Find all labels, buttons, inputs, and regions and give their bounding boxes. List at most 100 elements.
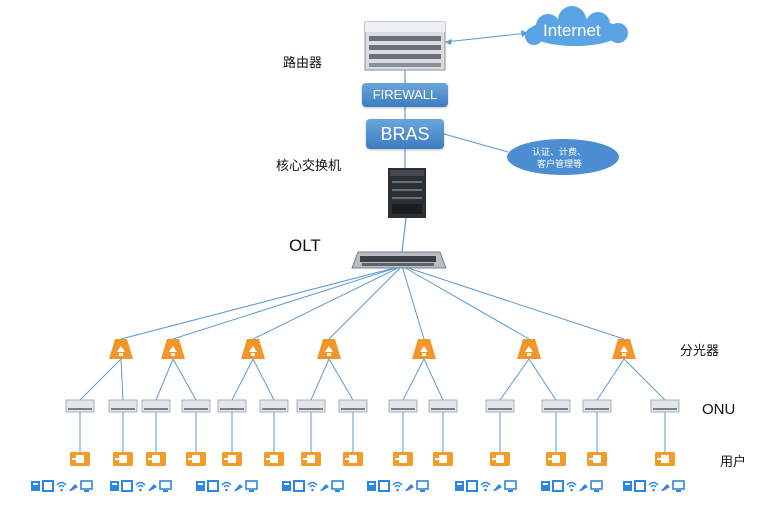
- monitor-icon: [80, 480, 93, 490]
- onu-device: [338, 399, 368, 413]
- monitor-icon: [159, 480, 172, 490]
- pc-icon: [455, 481, 464, 491]
- splitter-glyph: [622, 353, 626, 356]
- onu-ports: [585, 408, 609, 410]
- pc-icon: [282, 481, 291, 491]
- tablet-icon: [207, 480, 219, 492]
- monitor-icon: [590, 480, 603, 490]
- onu-body: [259, 399, 289, 413]
- tablet-icon: [121, 480, 133, 492]
- terminal-icon-group: [110, 480, 172, 492]
- onu-body: [388, 399, 418, 413]
- user-port-icon: [70, 452, 90, 466]
- router-device: [364, 21, 446, 71]
- onu-ports: [144, 408, 168, 410]
- pc-icon-detail: [457, 483, 462, 485]
- onu-ports: [341, 408, 365, 410]
- onu-ports: [391, 408, 415, 410]
- onu-body: [650, 399, 680, 413]
- olt-splitter-link: [401, 265, 530, 340]
- onu-body: [108, 399, 138, 413]
- onu-body: [541, 399, 571, 413]
- splitter-onu-link: [499, 358, 530, 401]
- onu-ports: [431, 408, 455, 410]
- wifi-icon: [137, 484, 144, 488]
- onu-body: [582, 399, 612, 413]
- wifi-icon: [570, 488, 573, 492]
- user-port-icon: [146, 452, 166, 466]
- user-port-socket: [228, 455, 236, 463]
- splitter-onu-link: [172, 358, 197, 401]
- onu-ports: [262, 408, 286, 410]
- terminal-icon-group: [455, 480, 517, 492]
- pc-icon-detail: [33, 483, 38, 485]
- onu-body: [141, 399, 171, 413]
- monitor-icon-stand: [335, 490, 340, 492]
- splitter-glyph: [422, 353, 426, 356]
- user-port-icon: [587, 452, 607, 466]
- olt-splitter-link: [401, 265, 625, 340]
- connection-lines: [79, 30, 666, 452]
- wifi-icon: [480, 481, 491, 486]
- user-port-socket: [399, 455, 407, 463]
- terminal-icon-group: [31, 480, 93, 492]
- pc-icon: [196, 481, 205, 491]
- splitter-onu-link: [328, 358, 354, 401]
- user-port-socket: [152, 455, 160, 463]
- pc-icon: [541, 481, 550, 491]
- terminal-icon-group: [623, 480, 685, 492]
- splitter-glyph: [620, 346, 628, 352]
- wifi-icon: [56, 481, 67, 486]
- arrowhead: [445, 39, 452, 45]
- user-port-icon: [433, 452, 453, 466]
- wifi-icon: [484, 488, 487, 492]
- splitter-glyph: [420, 346, 428, 352]
- splitter-onu-link: [623, 358, 666, 401]
- onu-device: [296, 399, 326, 413]
- router-internet-link: [444, 32, 529, 43]
- wifi-icon: [648, 481, 659, 486]
- monitor-icon-stand: [249, 490, 254, 492]
- user-port-socket: [496, 455, 504, 463]
- wifi-icon: [568, 484, 575, 488]
- terminal-icon-group: [196, 480, 258, 492]
- onu-device: [541, 399, 571, 413]
- user-port-socket: [270, 455, 278, 463]
- firewall-box: FIREWALL: [362, 83, 448, 107]
- phone-icon: [234, 484, 243, 491]
- user-port-pin: [148, 458, 152, 460]
- olt-splitter-link: [172, 265, 403, 340]
- wifi-icon: [221, 481, 232, 486]
- splitter-onu-link: [596, 358, 625, 401]
- user-port-icon: [546, 452, 566, 466]
- splitter-glyph: [525, 346, 533, 352]
- bras-auth-link: [443, 133, 509, 153]
- onu-ports: [184, 408, 208, 410]
- wifi-icon: [135, 481, 146, 486]
- onu-device: [428, 399, 458, 413]
- monitor-icon-stand: [163, 490, 168, 492]
- splitter-onu-link: [120, 358, 124, 401]
- onu-device: [259, 399, 289, 413]
- onu-body: [428, 399, 458, 413]
- user-port-icon: [655, 452, 675, 466]
- arrowhead: [521, 30, 528, 37]
- phone-icon: [320, 484, 329, 491]
- splitter-icon: [241, 339, 265, 359]
- user-port-socket: [192, 455, 200, 463]
- bras-box: BRAS: [366, 119, 444, 149]
- user-port-pin: [435, 458, 439, 460]
- olt-label: OLT: [289, 236, 321, 255]
- splitter-icon: [517, 339, 541, 359]
- user-port-pin: [492, 458, 496, 460]
- splitter-icon: [317, 339, 341, 359]
- onu-ports: [653, 408, 677, 410]
- pc-icon-detail: [543, 483, 548, 485]
- user-port-icon: [222, 452, 242, 466]
- olt-splitter-link: [252, 265, 403, 340]
- pc-icon-detail: [112, 483, 117, 485]
- splitter-onu-link: [423, 358, 444, 401]
- onu-body: [181, 399, 211, 413]
- tablet-icon: [552, 480, 564, 492]
